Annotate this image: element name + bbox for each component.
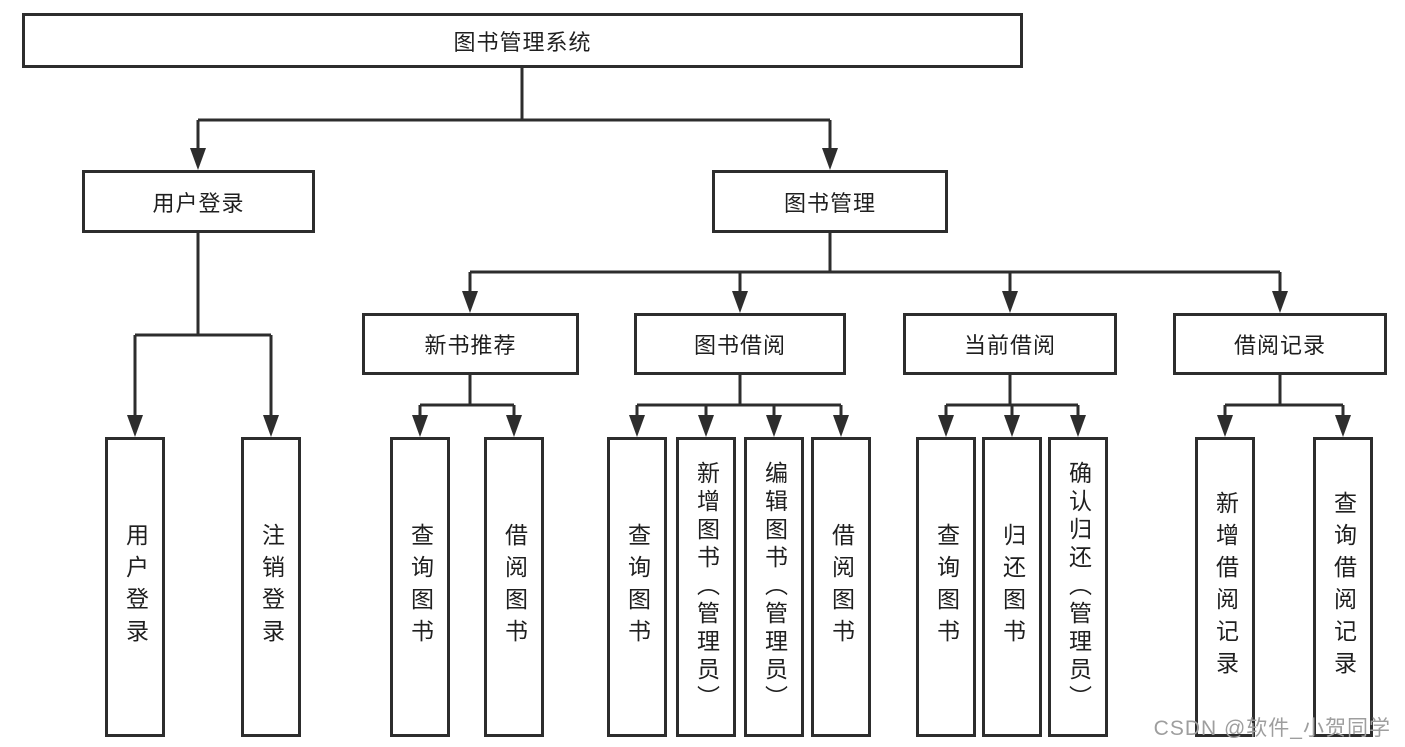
leaf-borrow-books-2: 借阅图书 [811,437,871,737]
leaf-edit-books-admin: 编辑图书（管理员） [744,437,804,737]
node-user-login: 用户登录 [82,170,315,233]
node-book-borrow: 图书借阅 [634,313,846,375]
leaf-logout: 注销登录 [241,437,301,737]
leaf-add-books-admin: 新增图书（管理员） [676,437,736,737]
leaf-label: 注销登录 [258,523,285,651]
leaf-label: 查询图书 [933,523,960,651]
leaf-label: 确认归还（管理员） [1065,461,1092,713]
leaf-query-borrow-record: 查询借阅记录 [1313,437,1373,737]
leaf-confirm-return-admin: 确认归还（管理员） [1048,437,1108,737]
leaf-label: 归还图书 [999,523,1026,651]
leaf-label: 新增图书（管理员） [693,461,720,713]
leaf-borrow-books-1: 借阅图书 [484,437,544,737]
leaf-label: 查询图书 [624,523,651,651]
leaf-return-books: 归还图书 [982,437,1042,737]
leaf-query-books-2: 查询图书 [607,437,667,737]
leaf-label: 用户登录 [122,523,149,651]
leaf-label: 查询图书 [407,523,434,651]
leaf-label: 借阅图书 [828,523,855,651]
leaf-label: 编辑图书（管理员） [761,461,788,713]
node-current-borrow: 当前借阅 [903,313,1117,375]
csdn-watermark: CSDN @软件_小贺同学 [1153,717,1391,740]
node-borrow-record: 借阅记录 [1173,313,1387,375]
leaf-label: 查询借阅记录 [1330,491,1357,683]
leaf-label: 新增借阅记录 [1212,491,1239,683]
node-book-management: 图书管理 [712,170,948,233]
leaf-user-login: 用户登录 [105,437,165,737]
node-root: 图书管理系统 [22,13,1023,68]
leaf-add-borrow-record: 新增借阅记录 [1195,437,1255,737]
leaf-label: 借阅图书 [501,523,528,651]
leaf-query-books-3: 查询图书 [916,437,976,737]
leaf-query-books-1: 查询图书 [390,437,450,737]
node-new-book-recommend: 新书推荐 [362,313,579,375]
